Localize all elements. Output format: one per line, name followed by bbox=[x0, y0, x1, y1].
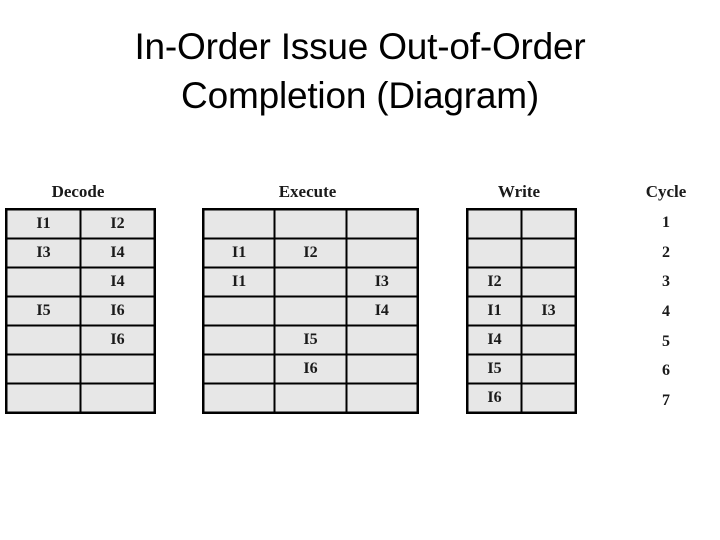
write-cell-r5-c1: I4 bbox=[466, 325, 522, 355]
execute-cell-r1-c1 bbox=[202, 208, 276, 239]
execute-cell-r3-c1: I1 bbox=[202, 267, 276, 297]
write-cell-r7-c1: I6 bbox=[466, 383, 522, 414]
cycle-column-header: Cycle bbox=[645, 182, 687, 201]
execute-cell-r4-c3: I4 bbox=[345, 296, 419, 326]
cycle-value-6: 6 bbox=[662, 362, 670, 380]
write-cell-r2-c2 bbox=[521, 238, 577, 268]
decode-cell-r5-c2: I6 bbox=[80, 325, 156, 355]
stage-execute-header: Execute bbox=[278, 182, 337, 201]
execute-cell-r5-c1 bbox=[202, 325, 276, 355]
decode-cell-r4-c1: I5 bbox=[5, 296, 81, 326]
decode-cell-r5-c1 bbox=[5, 325, 81, 355]
table-row bbox=[5, 354, 156, 384]
cycle-value-5: 5 bbox=[662, 332, 670, 350]
table-row: I2 bbox=[466, 267, 577, 297]
execute-cell-r5-c2: I5 bbox=[274, 325, 347, 355]
write-cell-r2-c1 bbox=[466, 238, 522, 268]
execute-cell-r6-c2: I6 bbox=[274, 354, 347, 384]
execute-cell-r2-c1: I1 bbox=[202, 238, 276, 268]
table-row bbox=[202, 383, 419, 414]
table-row: I6 bbox=[202, 354, 419, 384]
decode-cell-r1-c2: I2 bbox=[80, 208, 156, 239]
table-row: I5 bbox=[202, 325, 419, 355]
write-cell-r1-c2 bbox=[521, 208, 577, 239]
write-cell-r7-c2 bbox=[521, 383, 577, 414]
execute-cell-r7-c1 bbox=[202, 383, 276, 414]
decode-cell-r2-c2: I4 bbox=[80, 238, 156, 268]
execute-cell-r6-c1 bbox=[202, 354, 276, 384]
table-row bbox=[5, 383, 156, 414]
decode-cell-r7-c2 bbox=[80, 383, 156, 414]
decode-cell-r1-c1: I1 bbox=[5, 208, 81, 239]
execute-cell-r1-c3 bbox=[345, 208, 419, 239]
table-row: I5 bbox=[466, 354, 577, 384]
page-title: In-Order Issue Out-of-Order Completion (… bbox=[40, 22, 680, 120]
cycle-value-7: 7 bbox=[662, 392, 670, 410]
decode-cell-r7-c1 bbox=[5, 383, 81, 414]
decode-cell-r6-c1 bbox=[5, 354, 81, 384]
execute-cell-r7-c3 bbox=[345, 383, 419, 414]
stage-decode-header: Decode bbox=[51, 182, 105, 201]
execute-cell-r7-c2 bbox=[274, 383, 347, 414]
table-row bbox=[466, 238, 577, 268]
write-cell-r4-c2: I3 bbox=[521, 296, 577, 326]
execute-cell-r5-c3 bbox=[345, 325, 419, 355]
decode-cell-r3-c2: I4 bbox=[80, 267, 156, 297]
cycle-value-list: 1 2 3 4 5 6 7 bbox=[620, 208, 712, 416]
write-cell-r3-c2 bbox=[521, 267, 577, 297]
cycle-value-3: 3 bbox=[662, 273, 670, 291]
table-row: I6 bbox=[466, 383, 577, 414]
page-title-line-1: In-Order Issue Out-of-Order bbox=[134, 26, 586, 67]
execute-cell-r4-c1 bbox=[202, 296, 276, 326]
decode-cell-r3-c1 bbox=[5, 267, 81, 297]
table-row: I6 bbox=[5, 325, 156, 355]
execute-cell-r4-c2 bbox=[274, 296, 347, 326]
decode-cell-r2-c1: I3 bbox=[5, 238, 81, 268]
write-cell-r1-c1 bbox=[466, 208, 522, 239]
table-row: I4 bbox=[466, 325, 577, 355]
cycle-value-4: 4 bbox=[662, 303, 670, 321]
write-cell-r6-c2 bbox=[521, 354, 577, 384]
decode-cell-r4-c2: I6 bbox=[80, 296, 156, 326]
cycle-value-1: 1 bbox=[662, 214, 670, 231]
write-cell-r5-c2 bbox=[521, 325, 577, 355]
execute-cell-r2-c2: I2 bbox=[274, 238, 347, 268]
execute-cell-r2-c3 bbox=[345, 238, 419, 268]
execute-cell-r1-c2 bbox=[274, 208, 347, 239]
cycle-value-2: 2 bbox=[662, 243, 670, 261]
execute-cell-r6-c3 bbox=[345, 354, 419, 384]
table-row: I4 bbox=[202, 296, 419, 326]
execute-cell-r3-c3: I3 bbox=[345, 267, 419, 297]
table-row: I4 bbox=[5, 267, 156, 297]
write-cell-r3-c1: I2 bbox=[466, 267, 522, 297]
table-row bbox=[202, 208, 419, 239]
write-cell-r6-c1: I5 bbox=[466, 354, 522, 384]
decode-cell-r6-c2 bbox=[80, 354, 156, 384]
write-cell-r4-c1: I1 bbox=[466, 296, 522, 326]
table-row: I1 I3 bbox=[202, 267, 419, 297]
execute-cell-r3-c2 bbox=[274, 267, 347, 297]
stage-write-header: Write bbox=[497, 182, 541, 201]
page-title-line-2: Completion (Diagram) bbox=[181, 75, 539, 116]
table-row bbox=[466, 208, 577, 239]
